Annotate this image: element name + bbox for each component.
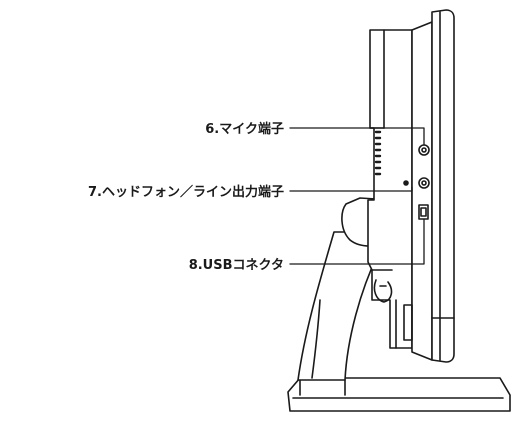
callout-mic-jack: 6.マイク端子	[205, 122, 284, 137]
mic-jack-icon	[418, 144, 430, 156]
vent-slots	[374, 130, 382, 176]
leader-lines	[289, 127, 425, 265]
leader-line-headphone	[289, 186, 413, 192]
front-bezel	[431, 9, 455, 363]
rear-housing	[367, 29, 413, 349]
leader-line-usb	[289, 218, 425, 265]
stand-base	[287, 377, 511, 412]
callout-headphone-jack: 7.ヘッドフォン／ライン出力端子	[88, 185, 284, 200]
leader-line-mic	[289, 127, 425, 146]
side-port-panel	[403, 21, 433, 361]
usb-port-icon	[418, 204, 429, 220]
cable-clip	[371, 269, 393, 303]
callout-usb-connector: 8.USBコネクタ	[188, 258, 284, 273]
headphone-jack-icon	[403, 177, 430, 189]
stand-arm	[297, 231, 381, 396]
